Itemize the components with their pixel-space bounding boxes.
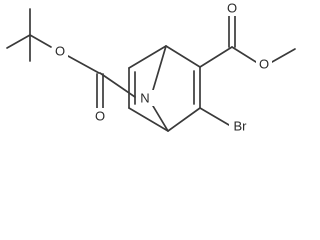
bromo-substituent — [199, 107, 230, 126]
ring-bond-n-to-bridgehead-bottom — [152, 105, 169, 132]
ring-bond-alkene-left-to-bridgehead-bottom — [128, 107, 169, 132]
atom-labels: O O N O O Br — [52, 0, 272, 134]
ring-bond-bridgehead-top-to-n — [152, 45, 167, 91]
ring-bond-bridgehead-top-to-alkene-left — [128, 45, 167, 69]
methyl-ester-group — [199, 15, 296, 68]
bond-ring-to-bromine — [199, 107, 230, 126]
ester-bond-oxygen-to-methyl — [271, 48, 296, 63]
ring-bond-bridgehead-top-to-c-ester — [165, 45, 201, 68]
ring-bond-c-br-to-bridgehead-bottom — [167, 107, 201, 132]
atom-label-carbonyl-oxygen-boc: O — [95, 109, 105, 124]
boc-carbamate-group — [67, 55, 136, 109]
tbu-bond-methyl-left — [6, 34, 31, 49]
atom-label-carbonyl-oxygen-ester: O — [227, 1, 237, 16]
chemical-structure-diagram: O O N O O Br — [6, 0, 296, 134]
atom-label-nitrogen: N — [140, 91, 149, 106]
tert-butyl-group — [6, 8, 52, 62]
ester-bond-ring-to-carbonyl — [199, 46, 233, 68]
bicyclic-core — [128, 45, 201, 132]
tbu-bond-to-oxygen — [29, 34, 52, 48]
atom-label-ester-oxygen-methyl: O — [259, 57, 269, 72]
boc-bond-oxygen-to-carbonyl — [67, 55, 100, 74]
atom-label-ester-oxygen-tbu: O — [55, 44, 65, 59]
ester-bond-carbonyl-to-oxygen — [231, 46, 257, 63]
atom-label-bromine: Br — [234, 119, 248, 134]
